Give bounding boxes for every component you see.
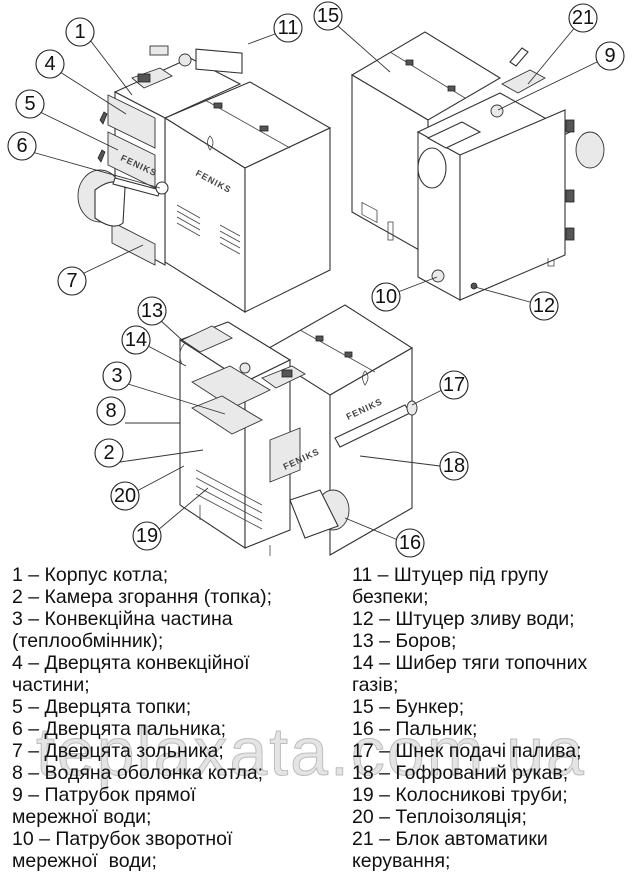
legend-item-13: 13 – Боров;	[352, 630, 457, 652]
callout-label: 6	[16, 135, 27, 157]
legend-item-10: 10 – Патрубок зворотної мережної води;	[12, 828, 233, 872]
callout-label: 16	[399, 532, 421, 554]
callout-1	[65, 17, 95, 47]
view-front-left: FENIKS FENIKS	[77, 45, 332, 313]
callout-3	[102, 361, 132, 391]
legend-item-11: 11 – Штуцер під групу безпеки;	[352, 564, 549, 608]
callout-label: 17	[443, 374, 465, 396]
legend-item-12: 12 – Штуцер зливу води;	[352, 608, 575, 630]
legend-item-4: 4 – Дверцята конвекційної частини;	[12, 652, 250, 696]
callout-label: 14	[125, 329, 147, 351]
callouts: 1 4 5 6 7 11 15 21 9 10 12 13	[7, 1, 625, 558]
callout-label: 15	[317, 5, 339, 27]
callout-5	[15, 89, 45, 119]
callout-20	[110, 481, 140, 511]
door-furnace	[107, 131, 156, 189]
callout-label: 19	[136, 525, 158, 547]
flue-plate	[195, 48, 243, 74]
callout-label: 8	[105, 400, 116, 422]
callout-19	[132, 521, 162, 551]
callout-9	[595, 41, 625, 71]
callout-label: 2	[103, 442, 114, 464]
callout-2	[94, 438, 124, 468]
legend-item-14: 14 – Шибер тяги топочних газів;	[352, 652, 588, 696]
legend-item-9: 9 – Патрубок прямої мережної води;	[12, 784, 196, 828]
legend-item-19: 19 – Колосникові труби;	[352, 784, 568, 806]
legend-item-18: 18 – Гофрований рукав;	[352, 762, 569, 784]
boiler-diagram: FENIKS FENIKS	[7, 1, 625, 558]
legend-item-8: 8 – Водяна оболонка котла;	[12, 762, 264, 784]
callout-13	[137, 296, 167, 326]
pipe-view1	[112, 177, 161, 197]
legend-item-5: 5 – Дверцята топки;	[12, 696, 192, 718]
legend-item-6: 6 – Дверцята пальника;	[12, 718, 227, 740]
callout-14	[121, 325, 151, 355]
callout-18	[439, 451, 469, 481]
automation-block	[501, 69, 546, 94]
callout-label: 21	[572, 7, 594, 29]
callout-label: 13	[141, 300, 163, 322]
callout-6	[7, 131, 37, 161]
callout-7	[57, 266, 87, 296]
callout-21	[568, 3, 598, 33]
legend-item-20: 20 – Теплоізоляція;	[352, 806, 527, 828]
legend-right-column: 11 – Штуцер під групу безпеки; 12 – Штуц…	[352, 564, 640, 872]
grate-tubes	[195, 469, 263, 530]
drain-nozzle	[470, 282, 478, 290]
flue-outlet	[417, 147, 447, 189]
callout-label: 18	[443, 455, 465, 477]
legend-item-7: 7 – Дверцята зольника;	[12, 740, 224, 762]
legend-item-17: 17 – Шнек подачі палива;	[352, 740, 582, 762]
control-panel	[131, 67, 173, 89]
callout-15	[313, 1, 343, 31]
view-rear-right	[350, 31, 605, 301]
callout-10	[371, 282, 401, 312]
callout-4	[35, 49, 65, 79]
callout-label: 4	[44, 53, 55, 75]
legend-item-2: 2 – Камера згорання (топка);	[12, 586, 273, 608]
legend-item-15: 15 – Бункер;	[352, 696, 465, 718]
callout-17	[439, 370, 469, 400]
callout-12	[529, 291, 559, 321]
callout-8	[96, 396, 126, 426]
callout-label: 12	[533, 295, 555, 317]
hopper-side	[244, 127, 331, 313]
door-ash	[111, 221, 156, 266]
callout-label: 7	[66, 270, 77, 292]
legend-item-16: 16 – Пальник;	[352, 718, 478, 740]
callout-label: 5	[24, 93, 35, 115]
return-nozzle	[431, 269, 445, 283]
legend-item-1: 1 – Корпус котла;	[12, 564, 169, 586]
callout-11	[273, 13, 303, 43]
callout-label: 20	[114, 485, 136, 507]
callout-label: 10	[375, 286, 397, 308]
callout-label: 9	[604, 45, 615, 67]
view-cutaway: FENIKS FENIKS	[178, 304, 418, 556]
callout-label: 1	[74, 21, 85, 43]
legend-item-3: 3 – Конвекційна частина (теплообмінник);	[12, 608, 233, 652]
callout-label: 11	[278, 17, 299, 39]
legend-left-column: 1 – Корпус котла; 2 – Камера згорання (т…	[12, 564, 342, 872]
boiler-side-rear	[459, 109, 566, 301]
callout-16	[395, 528, 425, 558]
callout-label: 3	[111, 365, 122, 387]
door-convection	[107, 94, 156, 149]
legend-item-21: 21 – Блок автоматики керування;	[352, 828, 548, 872]
